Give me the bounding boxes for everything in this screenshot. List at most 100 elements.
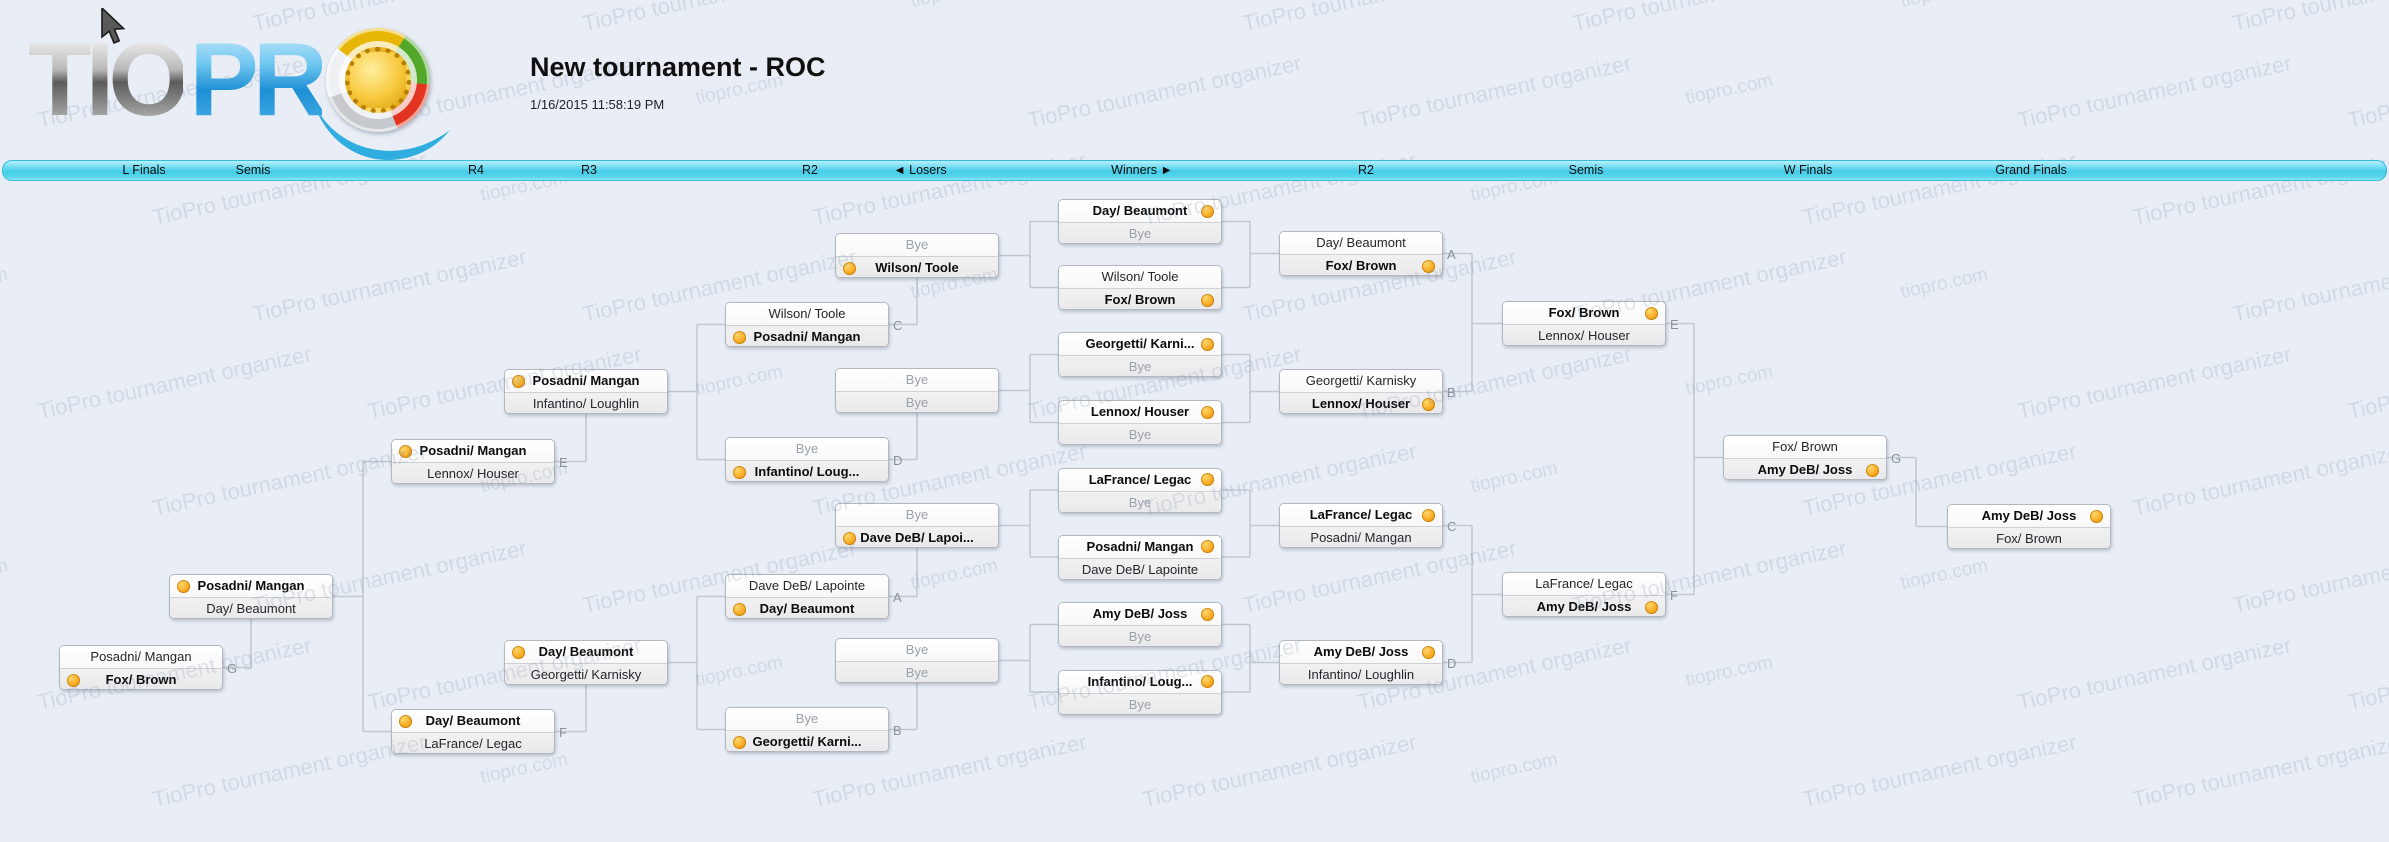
match-slot-bottom[interactable]: Fox/ Brown [1059,289,1221,309]
match-slot-top[interactable]: Fox/ Brown [1724,436,1886,459]
match-slot-bottom[interactable]: Lennox/ Houser [1503,325,1665,345]
match-letter-f: F [1670,588,1678,603]
winner-dot-icon [733,330,746,344]
match-slot-bottom[interactable]: Bye [1059,356,1221,376]
winner-dot-icon [1866,463,1879,477]
match-slot-top[interactable]: Georgetti/ Karni... [1059,333,1221,356]
match-box-winners-r1-w8[interactable]: Infantino/ Loug...Bye [1058,669,1222,715]
match-slot-bottom[interactable]: Dave DeB/ Lapointe [1059,558,1221,579]
winner-dot-icon [1422,645,1435,659]
match-slot-bottom[interactable]: Infantino/ Loughlin [505,393,667,413]
match-slot-top[interactable]: Posadni/ Mangan [505,370,667,393]
match-slot-bottom[interactable]: Fox/ Brown [60,669,222,689]
match-slot-top[interactable]: Dave DeB/ Lapointe [726,575,888,598]
match-slot-top[interactable]: Wilson/ Toole [726,303,888,326]
match-slot-top[interactable]: Day/ Beaumont [392,710,554,733]
match-slot-top[interactable]: Day/ Beaumont [1280,232,1442,255]
match-slot-bottom[interactable]: Posadni/ Mangan [1280,527,1442,547]
match-slot-bottom[interactable]: Amy DeB/ Joss [1503,596,1665,616]
match-slot-bottom[interactable]: Day/ Beaumont [170,598,332,618]
match-slot-top[interactable]: Bye [726,438,888,461]
match-slot-bottom[interactable]: Bye [836,392,998,412]
match-slot-top[interactable]: Georgetti/ Karnisky [1280,370,1442,393]
match-slot-top[interactable]: Wilson/ Toole [1059,266,1221,289]
match-slot-bottom[interactable]: Georgetti/ Karni... [726,731,888,751]
match-slot-bottom[interactable]: Day/ Beaumont [726,598,888,618]
match-slot-bottom[interactable]: Wilson/ Toole [836,257,998,277]
match-slot-top[interactable]: Infantino/ Loug... [1059,670,1221,694]
match-slot-bottom[interactable]: Bye [1059,491,1221,512]
match-slot-top[interactable]: Amy DeB/ Joss [1059,603,1221,626]
match-slot-top[interactable]: Amy DeB/ Joss [1280,641,1442,664]
match-slot-bottom[interactable]: Amy DeB/ Joss [1724,459,1886,479]
match-slot-top[interactable]: Amy DeB/ Joss [1948,505,2110,528]
winner-dot-icon [1201,540,1214,553]
match-slot-bottom[interactable]: Bye [1059,424,1221,444]
match-slot-top[interactable]: Day/ Beaumont [1059,200,1221,223]
match-slot-top[interactable]: Bye [836,504,998,527]
match-slot-bottom[interactable]: LaFrance/ Legac [392,733,554,753]
match-slot-top[interactable]: Posadni/ Mangan [392,440,554,463]
page-title: New tournament - ROC [530,52,826,82]
match-slot-bottom[interactable]: Lennox/ Houser [392,463,554,483]
match-slot-top[interactable]: Fox/ Brown [1503,302,1665,325]
match-slot-top[interactable]: Day/ Beaumont [505,641,667,664]
match-slot-bottom[interactable]: Fox/ Brown [1280,255,1442,275]
match-slot-top[interactable]: Bye [836,639,998,662]
match-slot-bottom[interactable]: Posadni/ Mangan [726,326,888,346]
match-slot-top[interactable]: Posadni/ Mangan [60,646,222,669]
match-slot-top[interactable]: Posadni/ Mangan [170,575,332,598]
match-slot-bottom[interactable]: Dave DeB/ Lapoi... [836,527,998,547]
match-slot-bottom[interactable]: Bye [836,662,998,682]
match-slot-bottom[interactable]: Fox/ Brown [1948,528,2110,548]
match-slot-bottom[interactable]: Bye [1059,223,1221,243]
match-slot-top[interactable]: LaFrance/ Legac [1503,573,1665,596]
match-slot-top[interactable]: Bye [836,234,998,257]
match-slot-bottom[interactable]: Lennox/ Houser [1280,393,1442,413]
match-slot-bottom[interactable]: Infantino/ Loughlin [1280,664,1442,684]
match-slot-top[interactable]: Lennox/ Houser [1059,401,1221,424]
match-slot-bottom[interactable]: Georgetti/ Karnisky [505,664,667,684]
match-slot-bottom[interactable]: Bye [1059,626,1221,646]
match-slot-top[interactable]: LaFrance/ Legac [1059,468,1221,492]
round-header-r2: R2 [1358,163,1374,177]
match-slot-top[interactable]: LaFrance/ Legac [1280,504,1442,527]
match-slot-top[interactable]: Bye [836,369,998,392]
winner-dot-icon [733,602,746,616]
match-box-winners-r1-w3[interactable]: Georgetti/ Karni...Bye [1058,332,1222,377]
match-slot-top[interactable]: Bye [726,708,888,731]
match-slot-top[interactable]: Posadni/ Mangan [1059,535,1221,559]
logo-gear-icon [344,47,411,113]
match-slot-bottom[interactable]: Infantino/ Loug... [726,461,888,481]
winner-dot-icon [399,444,412,458]
match-slot-bottom[interactable]: Bye [1059,693,1221,714]
